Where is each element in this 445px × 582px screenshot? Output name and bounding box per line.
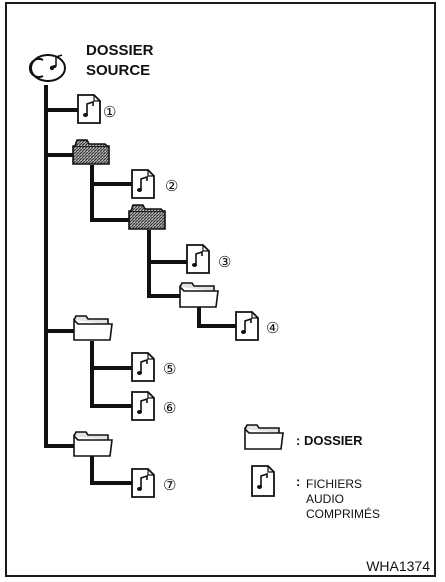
tree-connectors bbox=[44, 85, 236, 485]
file-number-2: ② bbox=[165, 178, 178, 195]
audio-file-icon bbox=[77, 94, 101, 124]
folder-icon bbox=[73, 315, 113, 341]
audio-file-icon bbox=[186, 244, 210, 274]
file-number-4: ④ bbox=[266, 320, 279, 337]
audio-file-icon bbox=[131, 352, 155, 382]
root-label-line1: DOSSIER bbox=[86, 42, 154, 59]
legend-file-label-line2: AUDIO bbox=[306, 492, 344, 506]
file-number-5: ⑤ bbox=[163, 361, 176, 378]
diagram-frame bbox=[5, 2, 436, 577]
folder-icon bbox=[128, 204, 166, 230]
root-label-line2: SOURCE bbox=[86, 62, 150, 79]
disc-music-icon bbox=[28, 54, 66, 82]
file-number-7: ⑦ bbox=[163, 477, 176, 494]
file-number-3: ③ bbox=[218, 254, 231, 271]
file-number-6: ⑥ bbox=[163, 400, 176, 417]
file-number-1: ① bbox=[103, 104, 116, 121]
audio-file-icon bbox=[131, 169, 155, 199]
audio-file-icon bbox=[235, 311, 259, 341]
folder-icon bbox=[72, 139, 110, 165]
folder-icon bbox=[179, 282, 219, 308]
legend-folder-label: : DOSSIER bbox=[296, 433, 363, 448]
legend-folder-icon bbox=[244, 424, 284, 450]
folder-icon bbox=[73, 431, 113, 457]
figure-id: WHA1374 bbox=[366, 558, 430, 574]
audio-file-icon bbox=[131, 468, 155, 498]
legend: : DOSSIER : FICHIERS AUDIO COMPRIMÉS bbox=[244, 424, 380, 521]
legend-audio-file-icon bbox=[251, 465, 275, 497]
legend-file-label-line1: FICHIERS bbox=[306, 477, 362, 491]
audio-file-icon bbox=[131, 391, 155, 421]
legend-file-colon: : bbox=[296, 474, 300, 489]
legend-file-label-line3: COMPRIMÉS bbox=[306, 506, 380, 521]
